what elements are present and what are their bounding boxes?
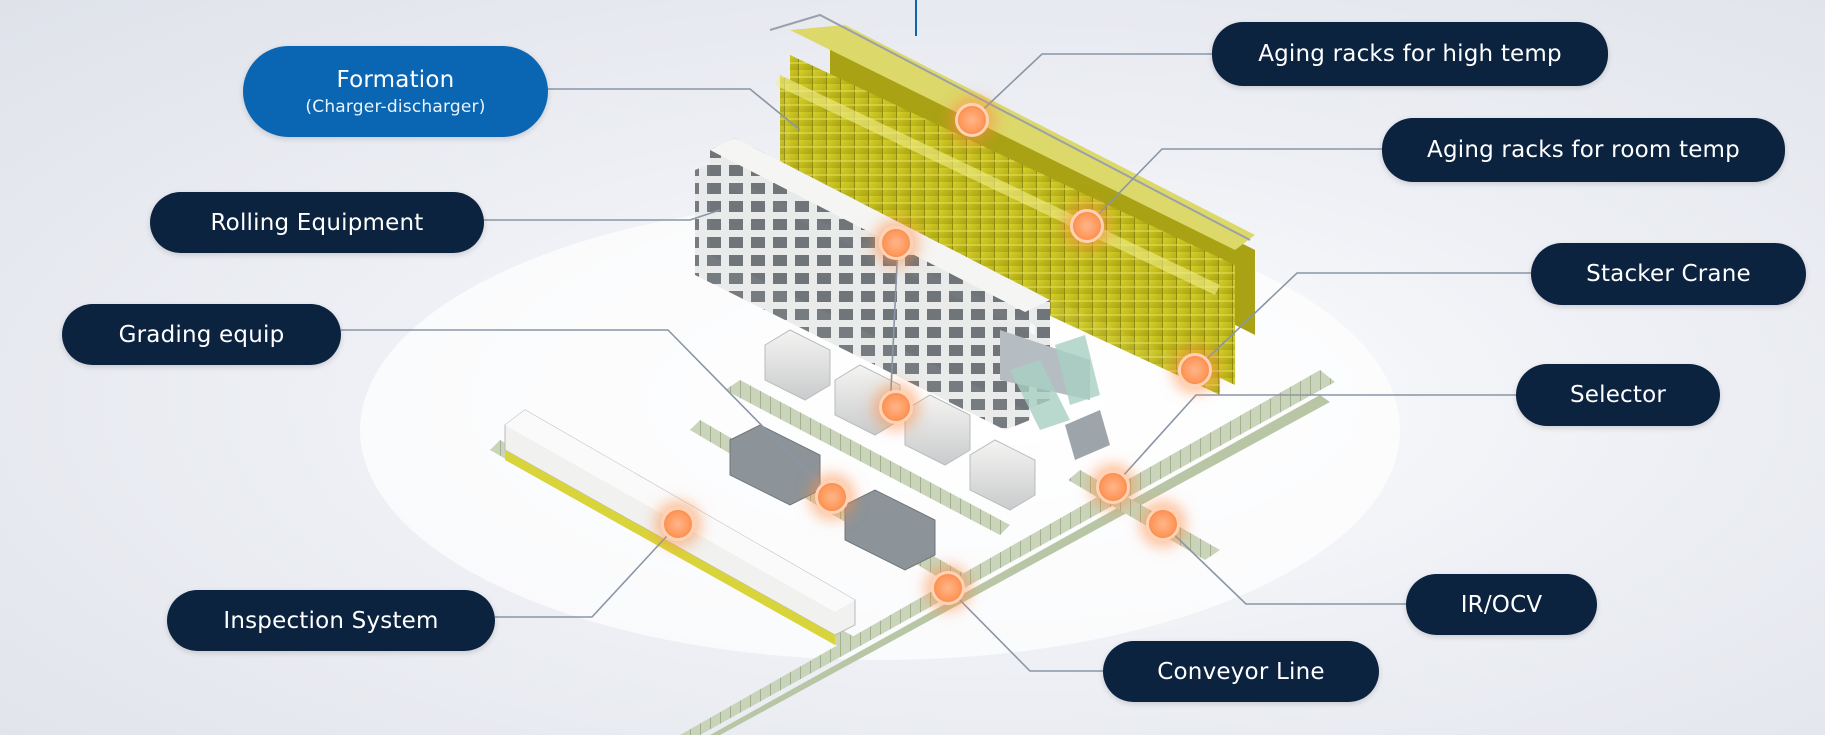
aging-room-label[interactable]: Aging racks for room temp [1382, 118, 1785, 182]
top-marker-line [915, 0, 917, 36]
hotspot-rolling[interactable] [879, 390, 913, 424]
rolling-equipment-label[interactable]: Rolling Equipment [150, 192, 484, 253]
hotspot-selector[interactable] [1096, 470, 1130, 504]
rolling-equipment-text: Rolling Equipment [210, 209, 424, 236]
selector-text: Selector [1569, 382, 1667, 408]
hotspot-inspection[interactable] [661, 507, 695, 541]
ir-ocv-text: IR/OCV [1460, 591, 1543, 618]
conveyor-line-label[interactable]: Conveyor Line [1103, 641, 1379, 702]
aging-room-text: Aging racks for room temp [1427, 137, 1740, 163]
hotspot-aging-high[interactable] [955, 103, 989, 137]
hotspot-formation[interactable] [879, 226, 913, 260]
formation-subtitle: (Charger-discharger) [305, 96, 486, 117]
formation-cabinets [695, 138, 1090, 430]
aging-high-label[interactable]: Aging racks for high temp [1212, 22, 1608, 86]
ir-ocv-label[interactable]: IR/OCV [1406, 574, 1597, 635]
inspection-system-text: Inspection System [223, 607, 439, 634]
formation-label[interactable]: Formation (Charger-discharger) [243, 46, 548, 137]
aging-racks [769, 13, 1255, 395]
selector-label[interactable]: Selector [1516, 364, 1720, 426]
stacker-crane-label[interactable]: Stacker Crane [1531, 243, 1806, 305]
inspection-system-label[interactable]: Inspection System [167, 590, 495, 651]
conveyor-line-text: Conveyor Line [1157, 658, 1325, 685]
hotspot-aging-room[interactable] [1070, 209, 1104, 243]
grading-equip-label[interactable]: Grading equip [62, 304, 341, 365]
stacker-crane-text: Stacker Crane [1586, 261, 1751, 287]
formation-title: Formation [336, 66, 455, 93]
connector-lines [341, 53, 1531, 672]
hotspot-irocv[interactable] [1146, 507, 1180, 541]
aging-high-text: Aging racks for high temp [1258, 41, 1562, 67]
hotspot-stacker[interactable] [1178, 353, 1212, 387]
grading-equip-text: Grading equip [118, 321, 285, 348]
hotspot-grading[interactable] [815, 480, 849, 514]
equipment-boxes [729, 329, 1110, 571]
hotspot-conveyor[interactable] [931, 571, 965, 605]
